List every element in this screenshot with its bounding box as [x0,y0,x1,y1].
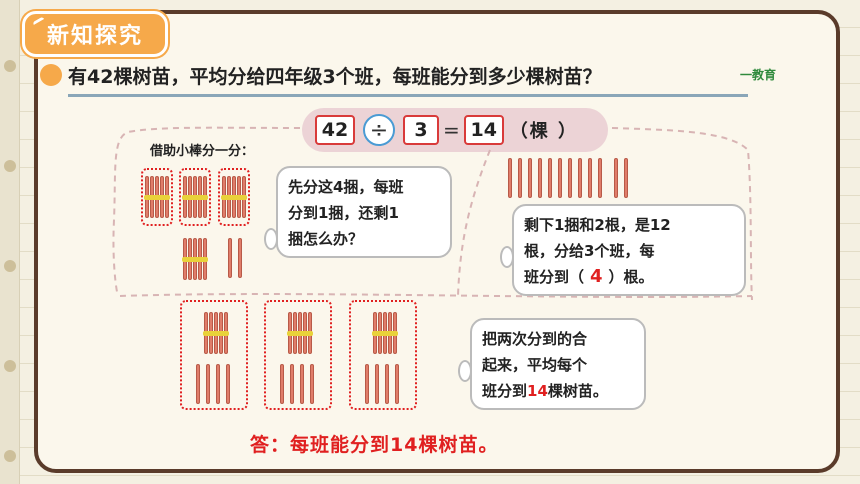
section-tag-label: 新知探究 [46,24,143,49]
divide-icon: ÷ [363,114,395,146]
bubble-1-line2: 分到1捆，还剩1 [288,204,399,222]
divisor-box: 3 [403,115,439,145]
single-stick [196,364,200,404]
bubble-tail [264,228,278,250]
single-stick [614,158,618,198]
group-frame [264,300,332,410]
single-stick [290,364,294,404]
hint-text: 借助小棒分一分： [150,144,255,159]
stick-bundle [182,238,208,280]
bubble-2: 剩下1捆和2根，是12 根，分给3个班，每 班分到（ 4 ）根。 [500,204,746,296]
group-frame [180,300,248,410]
single-stick [588,158,592,198]
bubble-2-line3: 班分到（ 4 ）根。 [524,264,734,290]
answer-text: 答：每班能分到14棵树苗。 [250,434,499,456]
bubble-tail [458,360,472,382]
equation: 42 ÷ 3 = 14 （棵 ） [315,113,578,147]
bundle-frame [218,168,250,226]
stick-bundle [372,312,398,354]
brand-logo: 一教育 [740,68,777,82]
single-stick [548,158,552,198]
single-stick [206,364,210,404]
bundle-frame [141,168,173,226]
bubble-3-answer: 14 [527,382,548,400]
single-stick [216,364,220,404]
bubble-tail [500,246,514,268]
stick-bundle [221,176,247,218]
single-stick [226,364,230,404]
single-stick [300,364,304,404]
bundle-frame [179,168,211,226]
single-stick [624,158,628,198]
single-stick [528,158,532,198]
bubble-2-line1: 剩下1捆和2根，是12 [524,216,671,234]
bubble-2-line3-pre: 班分到（ [524,268,585,286]
single-stick [395,364,399,404]
question-bullet [40,64,62,86]
bubble-1-line3: 捆怎么办？ [288,230,364,248]
bubble-1-line1: 先分这4捆，每班 [288,178,404,196]
dividend-box: 42 [315,115,355,145]
bubble-3-line3: 班分到14棵树苗。 [482,378,634,404]
bubble-3-line3-post: 棵树苗。 [547,382,608,400]
section-tag: 新知探究 [22,11,168,57]
single-stick [558,158,562,198]
unit-label: （棵 ） [509,121,579,142]
stick-bundle [287,312,313,354]
bubble-2-line3-post: ）根。 [608,268,654,286]
single-stick [518,158,522,198]
bubble-3-line1: 把两次分到的合 [482,330,588,348]
binder-strip [0,0,20,484]
bubble-2-line2: 根，分给3个班，每 [524,242,655,260]
single-stick [538,158,542,198]
single-stick [238,238,242,278]
single-stick [310,364,314,404]
bubble-3: 把两次分到的合 起来，平均每个 班分到14棵树苗。 [458,318,646,410]
bubble-3-line2: 起来，平均每个 [482,356,588,374]
single-stick [280,364,284,404]
equals-sign: = [443,118,460,142]
bubble-3-line3-pre: 班分到 [482,382,528,400]
single-stick [228,238,232,278]
single-stick [598,158,602,198]
single-stick [578,158,582,198]
question-underline [68,94,748,97]
single-stick [365,364,369,404]
bubble-1: 先分这4捆，每班 分到1捆，还剩1 捆怎么办？ [264,166,452,258]
stick-bundle [144,176,170,218]
stick-bundle [203,312,229,354]
single-stick [385,364,389,404]
single-stick [508,158,512,198]
single-stick [375,364,379,404]
quotient-box: 14 [463,115,504,145]
bubble-2-answer: 4 [590,266,603,287]
stick-bundle [182,176,208,218]
question-text: 有42棵树苗，平均分给四年级3个班，每班能分到多少棵树苗？ [68,66,602,88]
group-frame [349,300,417,410]
single-stick [568,158,572,198]
